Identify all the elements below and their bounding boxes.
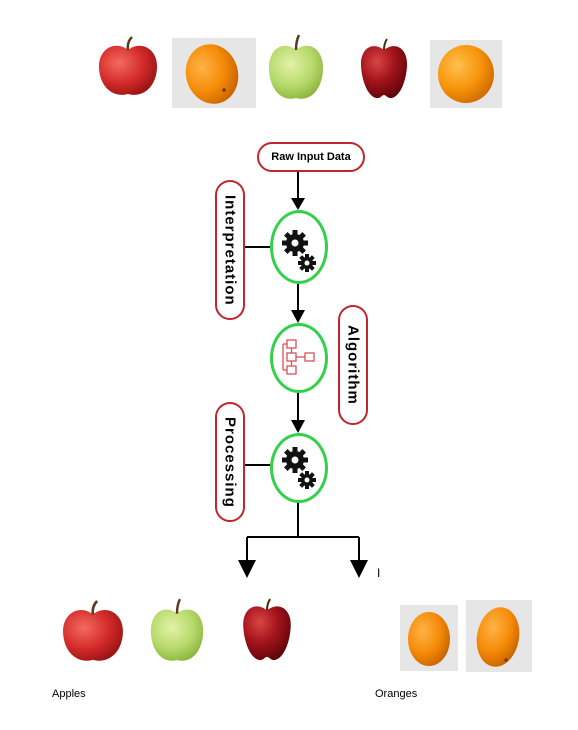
algorithm-label: Algorithm (338, 305, 368, 425)
arrowhead-3 (291, 420, 305, 433)
input-apple-green (266, 34, 326, 104)
processing-label: Processing (215, 402, 245, 522)
output-apple-red-1 (60, 600, 126, 666)
orange-icon (438, 45, 494, 103)
input-apple-red-1 (96, 36, 160, 100)
arrowhead-2 (291, 310, 305, 323)
input-apple-red-2 (358, 38, 410, 100)
interpretation-text: Interpretation (221, 194, 239, 306)
text-cursor-mark: I (377, 566, 381, 580)
green-apple-icon (268, 34, 324, 99)
output-apple-red-2 (240, 598, 294, 662)
oranges-caption: Oranges (375, 688, 418, 700)
output-orange-1 (400, 605, 458, 671)
algorithm-text: Algorithm (344, 325, 362, 405)
apples-caption: Apples (52, 688, 86, 700)
processing-text: Processing (221, 416, 239, 508)
processing-node (270, 433, 328, 503)
gears-icon (282, 447, 316, 489)
raw-input-text: Raw Input Data (271, 151, 351, 163)
output-orange-2 (466, 600, 532, 672)
interpretation-label: Interpretation (215, 180, 245, 320)
orange-icon (408, 612, 450, 666)
raw-input-label: Raw Input Data (257, 142, 365, 172)
orange-icon (185, 44, 239, 104)
output-apple-green (148, 596, 206, 668)
orange-icon (476, 607, 520, 667)
input-orange-2 (430, 40, 502, 108)
input-orange-1 (172, 38, 256, 108)
flowchart-icon (282, 339, 315, 375)
algorithm-node (270, 323, 328, 393)
red-delicious-apple-icon (360, 38, 408, 99)
red-apple-icon (63, 600, 123, 661)
arrowhead-oranges (350, 560, 368, 578)
red-apple-icon (98, 36, 158, 95)
arrowhead-apples (238, 560, 256, 578)
green-apple-icon (150, 598, 204, 661)
gears-icon (282, 230, 316, 272)
red-delicious-apple-icon (243, 598, 291, 661)
arrowhead-1 (291, 198, 305, 210)
interpretation-node (270, 210, 328, 284)
